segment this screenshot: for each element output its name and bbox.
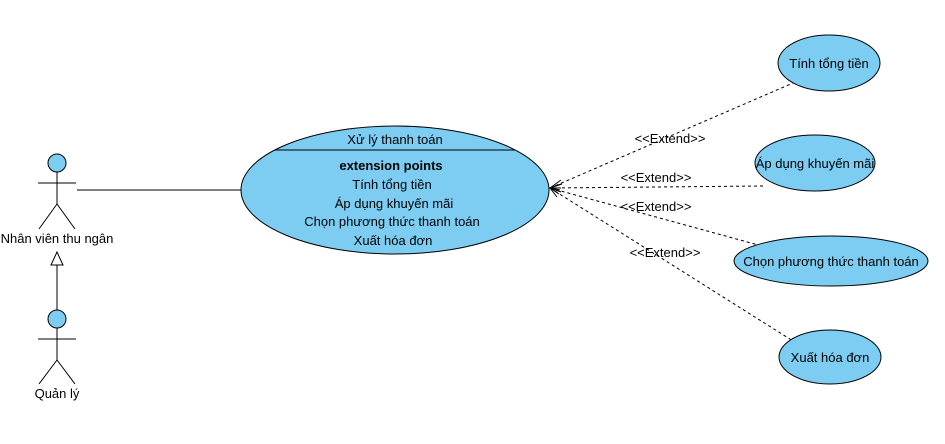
actor-right-leg (56, 203, 76, 230)
use-case-label: Chọn phương thức thanh toán (743, 254, 919, 269)
use-case-issue-invoice[interactable]: Xuất hóa đơn (778, 329, 882, 385)
extend-edge (549, 187, 763, 247)
extension-point: Xuất hóa đơn (354, 233, 433, 248)
actor-head-icon (47, 309, 67, 329)
extension-point: Áp dụng khuyến mãi (335, 196, 454, 211)
extend-arrow-icon (548, 187, 561, 198)
extend-label: <<Extend>> (630, 245, 701, 260)
use-case-main-title: Xử lý thanh toán (347, 132, 442, 147)
actor-right-leg (56, 359, 76, 385)
extend-label: <<Extend>> (621, 170, 692, 185)
actor-head-icon (47, 153, 67, 173)
extend-label: <<Extend>> (621, 199, 692, 214)
use-case-choose-payment[interactable]: Chọn phương thức thanh toán (733, 235, 929, 287)
actor-cashier[interactable]: Nhân viên thu ngân (1, 153, 114, 246)
extend-edge (549, 185, 764, 189)
use-case-apply-promo[interactable]: Áp dụng khuyến mãi (754, 134, 876, 192)
actor-manager-label: Quản lý (35, 386, 80, 401)
generalization-arrow-icon (50, 250, 64, 266)
actor-cashier-label: Nhân viên thu ngân (1, 231, 114, 246)
use-case-label: Áp dụng khuyến mãi (756, 156, 875, 171)
actor-left-leg (38, 359, 58, 385)
actor-manager[interactable]: Quản lý (35, 309, 80, 401)
extension-point: Chọn phương thức thanh toán (304, 214, 480, 229)
use-case-calc-total[interactable]: Tính tổng tiền (777, 34, 881, 92)
extension-point: Tính tổng tiền (352, 177, 432, 192)
use-case-main[interactable]: Xử lý thanh toán extension points Tính t… (240, 125, 550, 255)
actor-left-leg (38, 203, 58, 230)
use-case-label: Tính tổng tiền (789, 56, 869, 71)
use-case-main-ellipse (240, 125, 550, 255)
extension-points-title: extension points (339, 158, 442, 173)
use-case-label: Xuất hóa đơn (791, 350, 870, 365)
extend-label: <<Extend>> (635, 131, 706, 146)
extend-edges: <<Extend>> <<Extend>> <<Extend>> <<Exten… (548, 79, 801, 342)
generalization-edge (50, 250, 64, 310)
